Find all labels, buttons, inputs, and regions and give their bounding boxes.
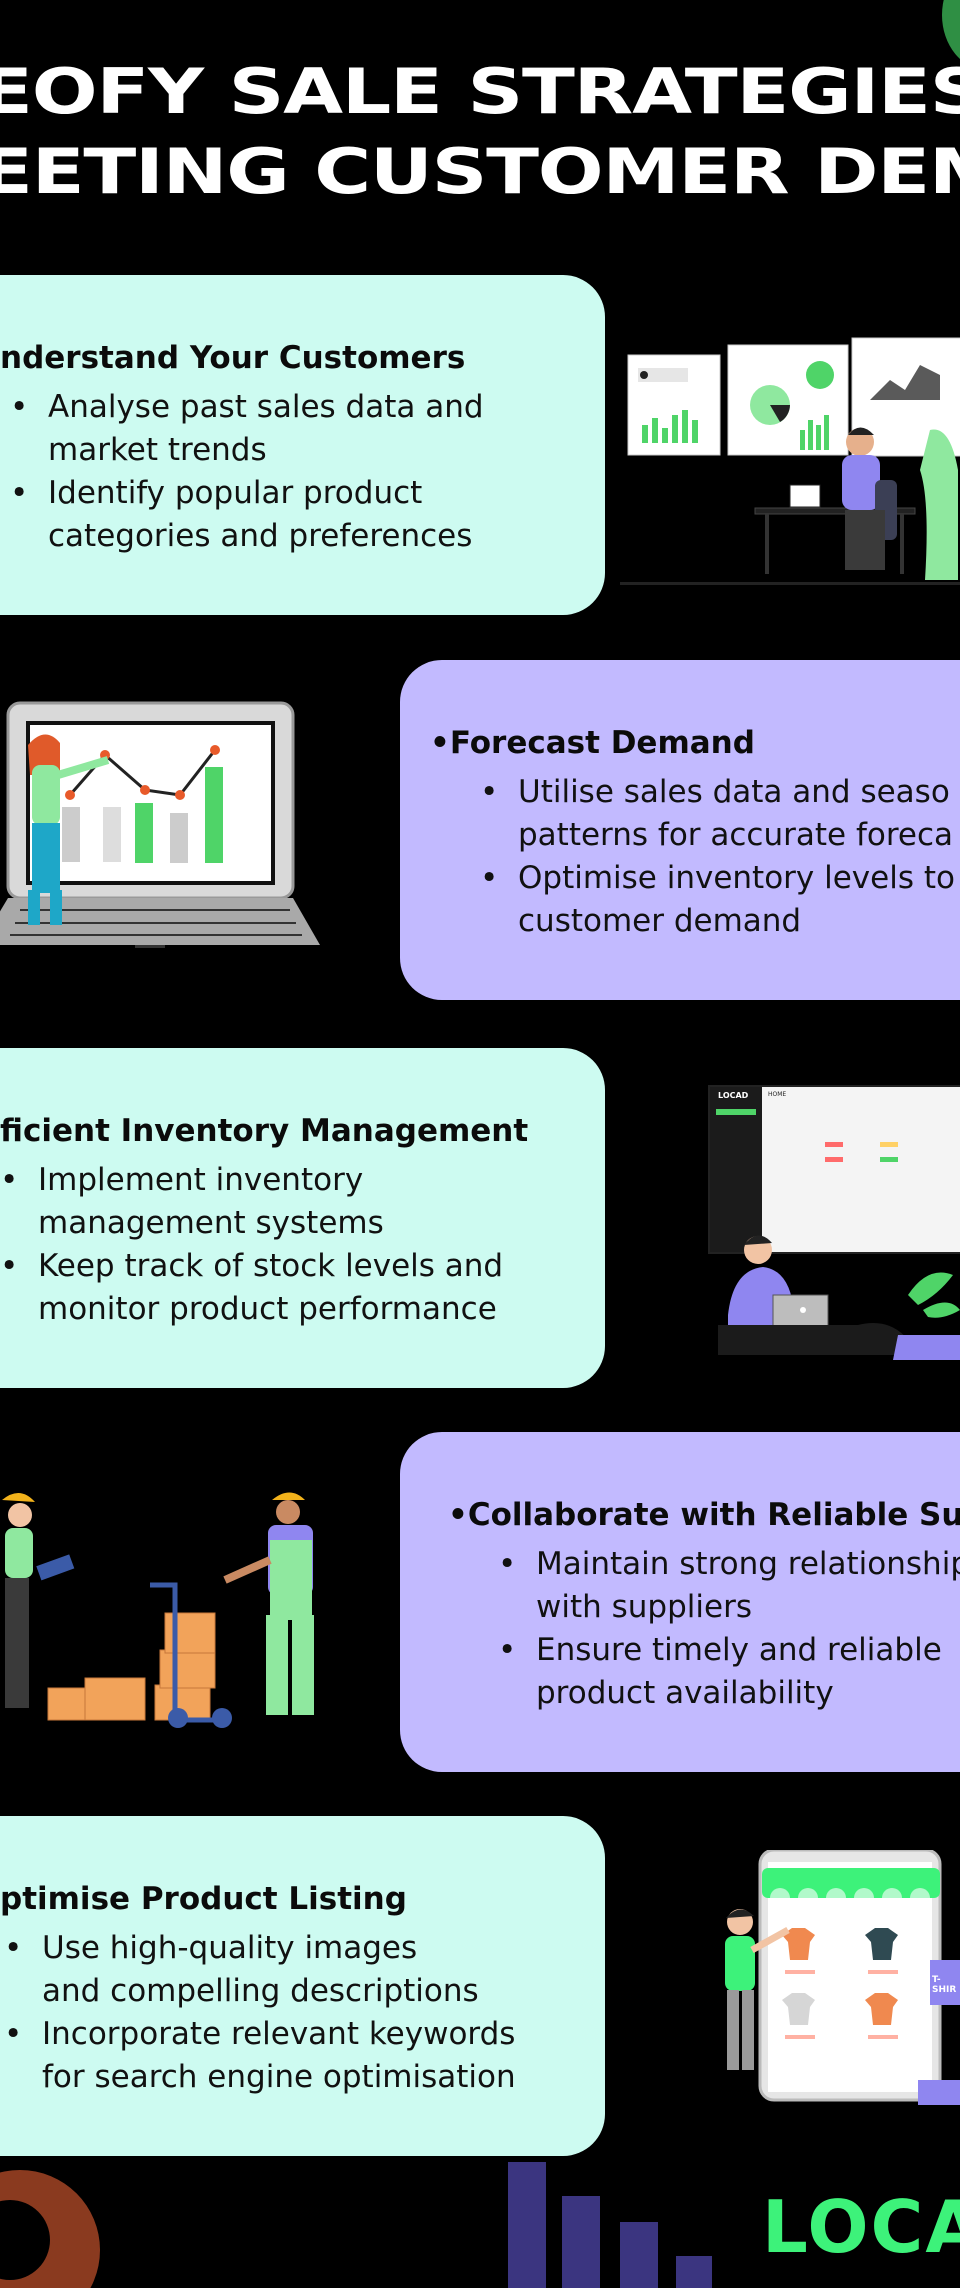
analytics-team-illustration <box>620 337 960 585</box>
card-heading: •Collaborate with Reliable Suppl <box>448 1497 960 1533</box>
card-heading: ficient Inventory Management <box>0 1113 529 1149</box>
shop-tag: T-SHIR <box>932 1975 957 1995</box>
title-line-1: EOFY SALE STRATEGIES FOR <box>0 55 960 128</box>
laptop-chart-illustration <box>0 701 320 948</box>
decor-bar <box>562 2196 600 2288</box>
app-screen: LOCAD HOME <box>708 1085 960 1254</box>
card-heading: nderstand Your Customers <box>0 340 466 376</box>
card-inventory-management: ficient Inventory Management Implement i… <box>0 1048 605 1388</box>
card-heading: •Forecast Demand <box>430 725 755 761</box>
warehouse-workers-illustration <box>2 1492 314 1728</box>
decor-bar <box>620 2222 658 2288</box>
card-product-listing: ptimise Product Listing Use high-quality… <box>0 1816 605 2156</box>
card-forecast-demand: •Forecast Demand Utilise sales data and … <box>400 660 960 1000</box>
inventory-app-illustration: LOCAD HOME <box>708 1085 960 1365</box>
mobile-shop-illustration: T-SHIR <box>700 1850 960 2120</box>
card-heading: ptimise Product Listing <box>0 1881 407 1917</box>
app-tab: HOME <box>768 1091 787 1098</box>
title-line-2: EETING CUSTOMER DEMAN <box>0 135 960 208</box>
decor-bar <box>676 2256 712 2288</box>
app-brand: LOCAD <box>718 1091 749 1100</box>
card-understand-customers: nderstand Your Customers Analyse past sa… <box>0 275 605 615</box>
page-title: EOFY SALE STRATEGIES FOR EETING CUSTOMER… <box>0 52 960 212</box>
decor-bar <box>508 2162 546 2288</box>
card-reliable-suppliers: •Collaborate with Reliable Suppl Maintai… <box>400 1432 960 1772</box>
brand-logo: LOCA <box>762 2185 960 2269</box>
